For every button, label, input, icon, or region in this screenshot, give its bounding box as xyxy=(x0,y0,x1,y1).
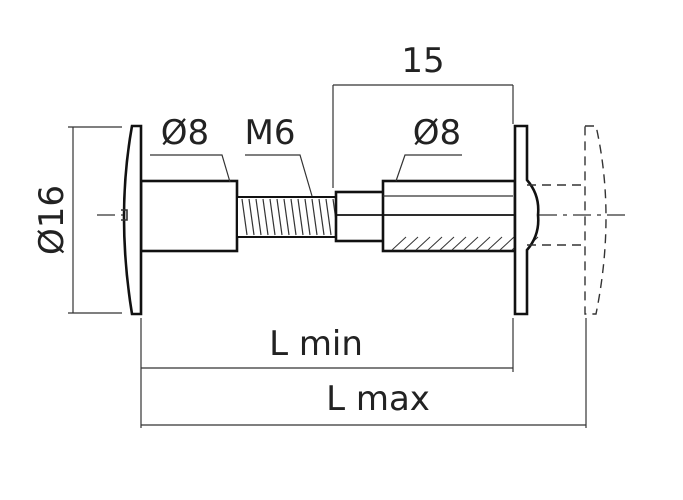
label-l-min: L min xyxy=(269,324,363,364)
label-left-diameter-8: Ø8 xyxy=(161,113,209,153)
dimension-l-max xyxy=(141,318,587,428)
hatch-line xyxy=(475,236,491,251)
right-sleeve xyxy=(381,179,517,253)
hatch-line xyxy=(463,236,479,251)
hatch-line xyxy=(427,236,443,251)
label-15: 15 xyxy=(401,41,444,81)
dimension-l-min xyxy=(140,318,514,428)
left-head xyxy=(122,124,143,316)
thread-line xyxy=(283,198,290,236)
thread-line xyxy=(290,198,297,236)
thread-line xyxy=(276,198,283,236)
thread-line xyxy=(297,198,304,236)
leader-lines xyxy=(150,154,462,197)
dimension-15 xyxy=(332,84,514,188)
hatch-line xyxy=(439,236,455,251)
thread-line xyxy=(255,198,262,236)
dimension-diameter-16 xyxy=(68,126,122,314)
thread-line xyxy=(325,198,332,236)
hatch-line xyxy=(451,236,467,251)
right-head xyxy=(513,124,540,316)
hatch-line xyxy=(499,236,515,251)
ghost-head-extended xyxy=(527,125,607,315)
hatch-line xyxy=(391,236,407,251)
label-l-max: L max xyxy=(326,379,430,419)
shoulder xyxy=(334,190,386,243)
thread-line xyxy=(304,198,311,236)
label-thread-m6: M6 xyxy=(245,113,296,153)
hatch-line xyxy=(403,236,419,251)
label-right-diameter-8: Ø8 xyxy=(413,113,461,153)
thread-line xyxy=(269,198,276,236)
thread-line xyxy=(262,198,269,236)
left-sleeve xyxy=(139,179,239,253)
thread-line xyxy=(318,198,325,236)
label-diameter-16: Ø16 xyxy=(32,185,72,255)
thread-line xyxy=(241,198,248,236)
thread-line xyxy=(248,198,255,236)
hatch-line xyxy=(415,236,431,251)
thread-line xyxy=(311,198,318,236)
hatch-line xyxy=(487,236,503,251)
